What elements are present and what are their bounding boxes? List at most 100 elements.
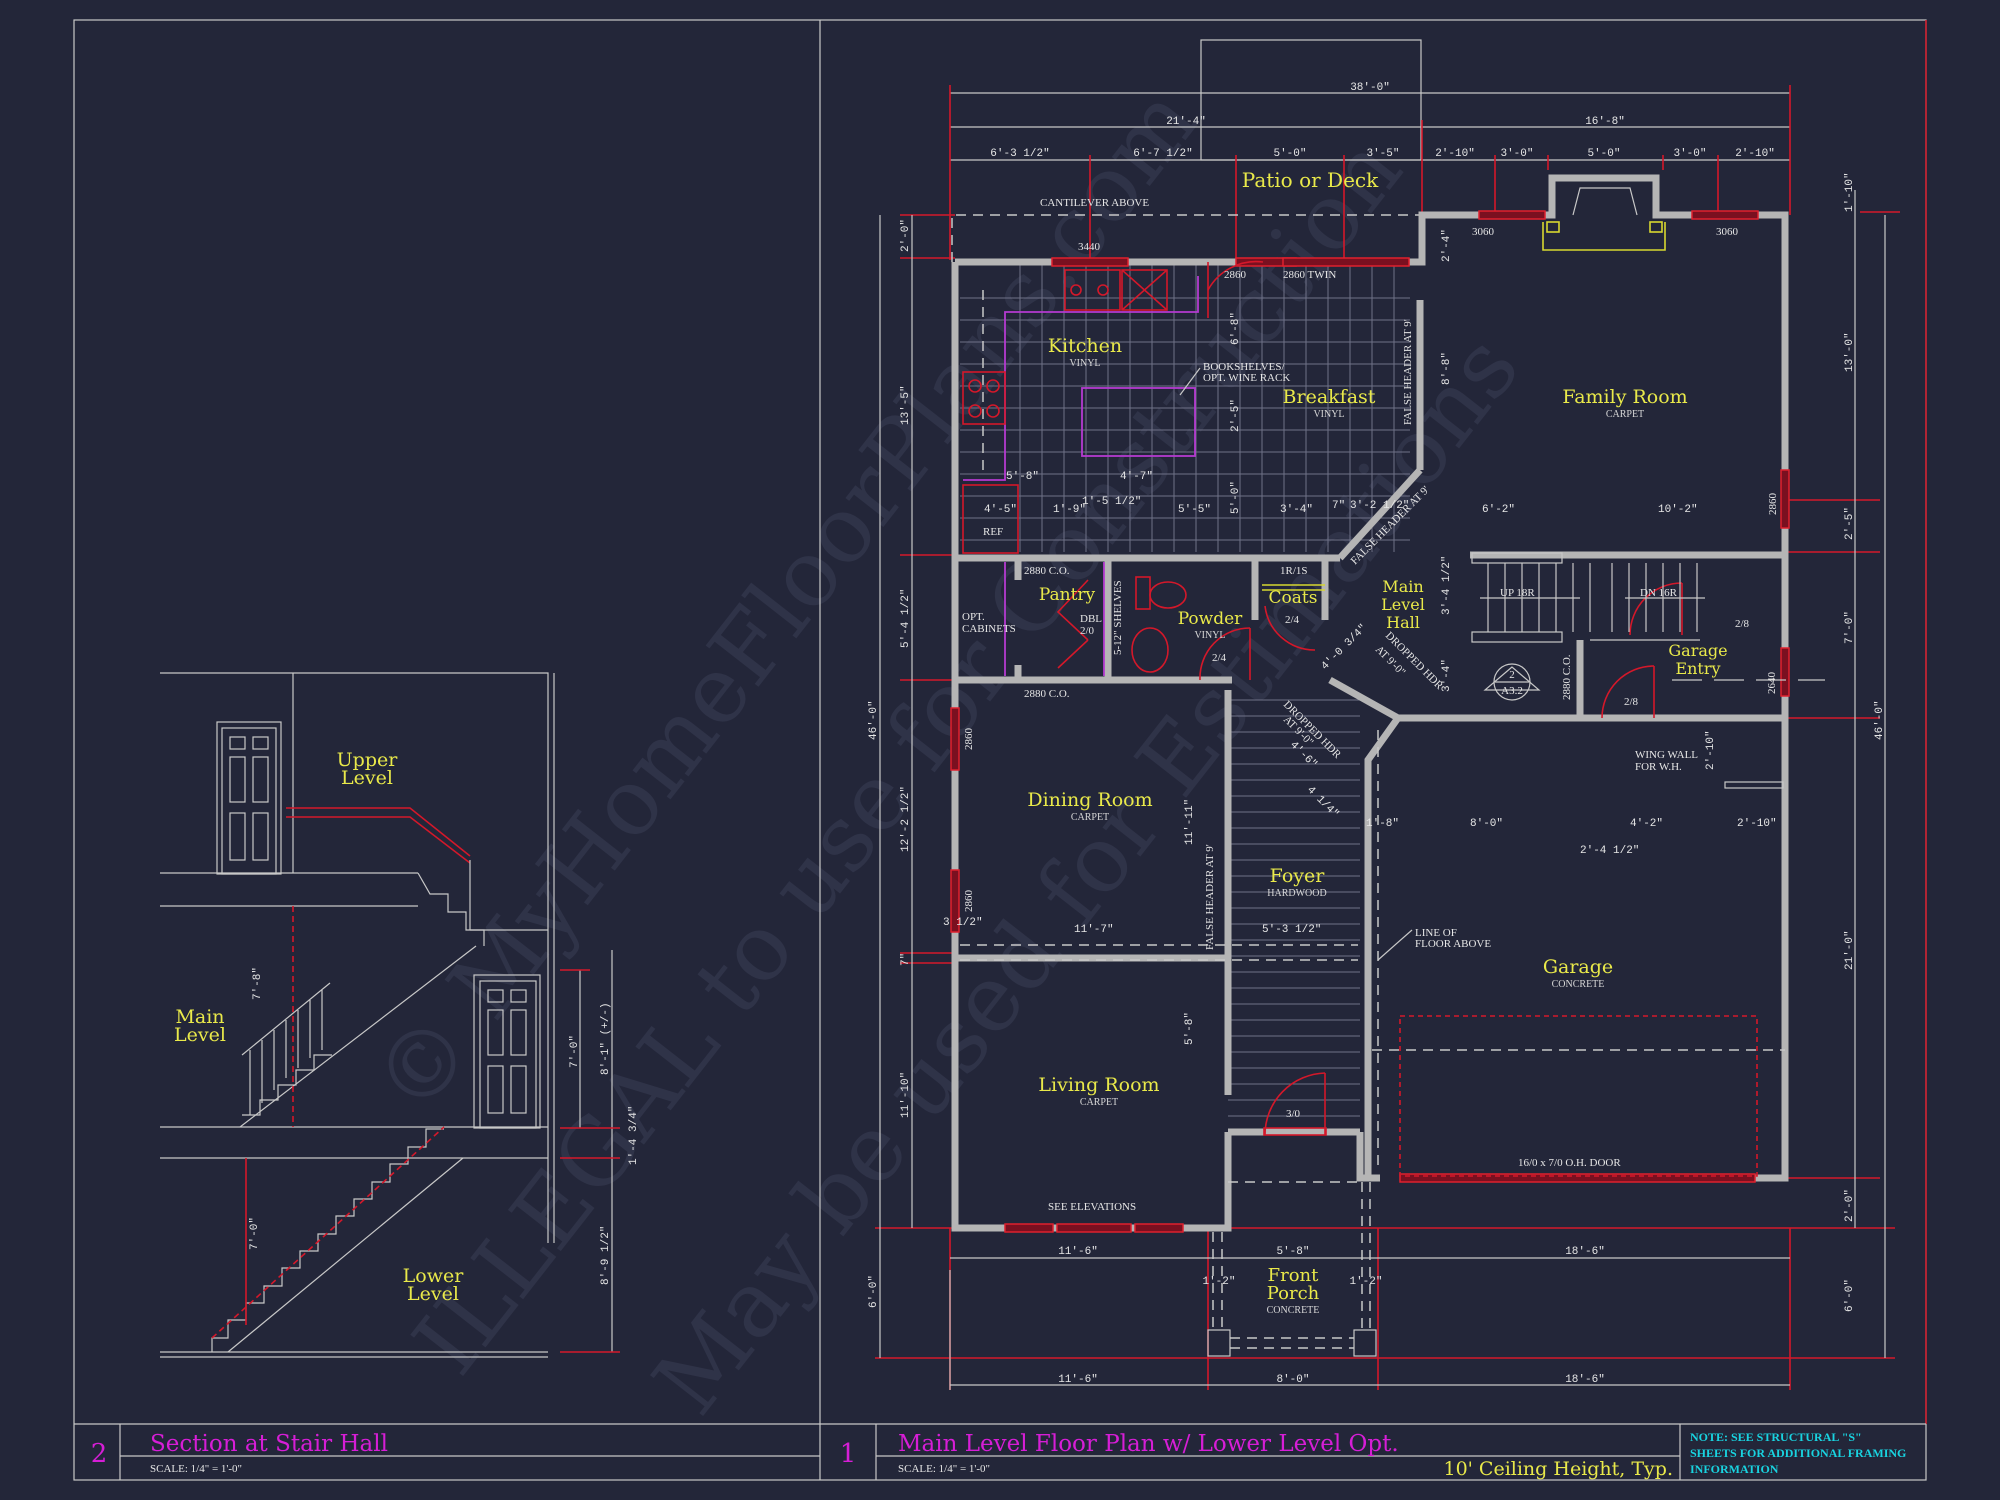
svg-text:11'-10": 11'-10"	[900, 1072, 912, 1118]
svg-text:5'-3 1/2": 5'-3 1/2"	[1262, 924, 1321, 936]
svg-text:5'-0": 5'-0"	[1230, 481, 1242, 514]
svg-text:UP 18R: UP 18R	[1500, 587, 1535, 599]
pantry-label: Pantry	[1039, 585, 1096, 605]
svg-text:2880 C.O.: 2880 C.O.	[1024, 565, 1070, 577]
svg-text:Level: Level	[1381, 595, 1425, 614]
svg-text:8'-9 1/2": 8'-9 1/2"	[600, 1226, 612, 1285]
plan-doors	[1207, 260, 1683, 1136]
kitchen-fixtures	[962, 269, 1199, 554]
svg-text:CARPET: CARPET	[1071, 812, 1109, 823]
fireplace-icon	[1542, 187, 1666, 251]
svg-text:7'-0": 7'-0"	[569, 1035, 581, 1068]
svg-text:13'-5": 13'-5"	[900, 385, 912, 425]
svg-text:VINYL: VINYL	[1069, 358, 1100, 369]
svg-text:OPT.: OPT.	[962, 611, 985, 623]
foyer-label: Foyer	[1270, 865, 1326, 887]
svg-text:5'-4 1/2": 5'-4 1/2"	[900, 589, 912, 648]
svg-text:3'-5": 3'-5"	[1366, 148, 1399, 160]
powder-label: Powder	[1178, 609, 1243, 629]
svg-text:A3.2: A3.2	[1501, 685, 1523, 697]
svg-text:2/8: 2/8	[1624, 696, 1639, 708]
svg-text:7'-0": 7'-0"	[249, 1217, 261, 1250]
svg-text:2/4: 2/4	[1285, 614, 1300, 626]
coats-label: Coats	[1269, 588, 1318, 608]
view-scale: SCALE: 1/4" = 1'-0"	[898, 1463, 990, 1475]
svg-text:4 1/4": 4 1/4"	[1304, 784, 1340, 820]
svg-text:2'-5": 2'-5"	[1230, 399, 1242, 432]
svg-text:6'-3 1/2": 6'-3 1/2"	[990, 148, 1049, 160]
garage-entry-label: Garage	[1668, 641, 1727, 660]
svg-text:3'-4": 3'-4"	[1280, 504, 1313, 516]
family-room-label: Family Room	[1562, 386, 1687, 408]
porch-columns	[1207, 1182, 1377, 1357]
svg-text:1'-4 3/4": 1'-4 3/4"	[628, 1106, 640, 1165]
svg-text:2'-0": 2'-0"	[1844, 1189, 1856, 1222]
svg-text:Level: Level	[407, 1283, 459, 1305]
svg-text:8'-0": 8'-0"	[1276, 1374, 1309, 1386]
svg-text:11'-6": 11'-6"	[1058, 1246, 1098, 1258]
windows	[950, 210, 1790, 1233]
lower-level-label: Lower	[403, 1265, 465, 1287]
svg-text:5-12" SHELVES: 5-12" SHELVES	[1112, 580, 1124, 655]
svg-text:CONCRETE: CONCRETE	[1267, 1305, 1320, 1316]
dining-room-label: Dining Room	[1027, 789, 1152, 811]
svg-text:38'-0": 38'-0"	[1350, 82, 1390, 94]
svg-text:2/4: 2/4	[1212, 652, 1227, 664]
svg-text:FALSE HEADER AT 9': FALSE HEADER AT 9'	[1204, 844, 1216, 950]
svg-text:2880 C.O.: 2880 C.O.	[1024, 688, 1070, 700]
main-level-floor-plan: 2 A3.2 Patio or Deck Kitchen VINYL Break…	[868, 82, 1900, 1390]
svg-text:2'-5": 2'-5"	[1844, 507, 1856, 540]
svg-text:2/8: 2/8	[1735, 618, 1750, 630]
svg-text:7'-8": 7'-8"	[252, 967, 264, 1000]
structural-note-line1: NOTE: SEE STRUCTURAL "S"	[1690, 1430, 1862, 1444]
svg-text:HARDWOOD: HARDWOOD	[1267, 888, 1326, 899]
svg-text:1R/1S: 1R/1S	[1280, 565, 1308, 577]
svg-text:6'-8": 6'-8"	[1230, 312, 1242, 345]
svg-text:18'-6": 18'-6"	[1565, 1246, 1605, 1258]
svg-text:7": 7"	[1332, 500, 1345, 512]
svg-text:10'-2": 10'-2"	[1658, 504, 1698, 516]
structural-note-line2: SHEETS FOR ADDITIONAL FRAMING	[1690, 1446, 1906, 1460]
svg-text:8'-1" (+/-): 8'-1" (+/-)	[600, 1002, 612, 1075]
svg-text:Level: Level	[341, 767, 393, 789]
svg-text:6'-2": 6'-2"	[1482, 504, 1515, 516]
svg-text:3'-4 1/2": 3'-4 1/2"	[1441, 556, 1453, 615]
svg-text:2'-10": 2'-10"	[1735, 148, 1775, 160]
svg-text:WING WALL: WING WALL	[1635, 749, 1698, 761]
svg-text:21'-0": 21'-0"	[1844, 930, 1856, 970]
structural-note-line3: INFORMATION	[1690, 1462, 1779, 1476]
main-level-label: Main	[175, 1006, 224, 1028]
svg-text:8'-0": 8'-0"	[1470, 818, 1503, 830]
dimension-lines	[875, 85, 1900, 1390]
svg-text:2: 2	[1509, 669, 1515, 681]
svg-text:OPT. WINE RACK: OPT. WINE RACK	[1203, 372, 1290, 384]
svg-text:2'-4": 2'-4"	[1441, 229, 1453, 262]
ceiling-height-note: 10' Ceiling Height, Typ.	[1443, 1458, 1673, 1480]
svg-text:2860: 2860	[1224, 269, 1247, 281]
view-scale: SCALE: 1/4" = 1'-0"	[150, 1463, 242, 1475]
svg-text:1'-9": 1'-9"	[1053, 504, 1086, 516]
svg-text:2880 C.O.: 2880 C.O.	[1561, 654, 1573, 700]
svg-text:1'-10": 1'-10"	[1844, 172, 1856, 212]
svg-text:1'-2": 1'-2"	[1202, 1276, 1235, 1288]
svg-text:2860 TWIN: 2860 TWIN	[1283, 269, 1336, 281]
svg-text:1'-8": 1'-8"	[1366, 818, 1399, 830]
svg-text:CARPET: CARPET	[1080, 1097, 1118, 1108]
view-number: 2	[91, 1439, 108, 1469]
svg-text:3060: 3060	[1716, 226, 1739, 238]
tile-grid	[960, 262, 1410, 552]
svg-text:16/0 x 7/0 O.H. DOOR: 16/0 x 7/0 O.H. DOOR	[1518, 1157, 1621, 1169]
svg-text:3440: 3440	[1078, 241, 1101, 253]
svg-text:CARPET: CARPET	[1606, 409, 1644, 420]
breakfast-label: Breakfast	[1283, 386, 1376, 408]
main-level-hall-label: Main	[1382, 577, 1423, 596]
view-number: 1	[840, 1439, 857, 1469]
svg-text:3 1/2": 3 1/2"	[943, 917, 983, 929]
svg-text:5'-5": 5'-5"	[1178, 504, 1211, 516]
svg-text:3'-2 1/2": 3'-2 1/2"	[1350, 500, 1409, 512]
svg-text:2860: 2860	[963, 728, 975, 751]
svg-text:3'-4": 3'-4"	[1441, 659, 1453, 692]
foyer-hardwood	[1228, 699, 1360, 1133]
svg-text:Hall: Hall	[1386, 613, 1420, 632]
